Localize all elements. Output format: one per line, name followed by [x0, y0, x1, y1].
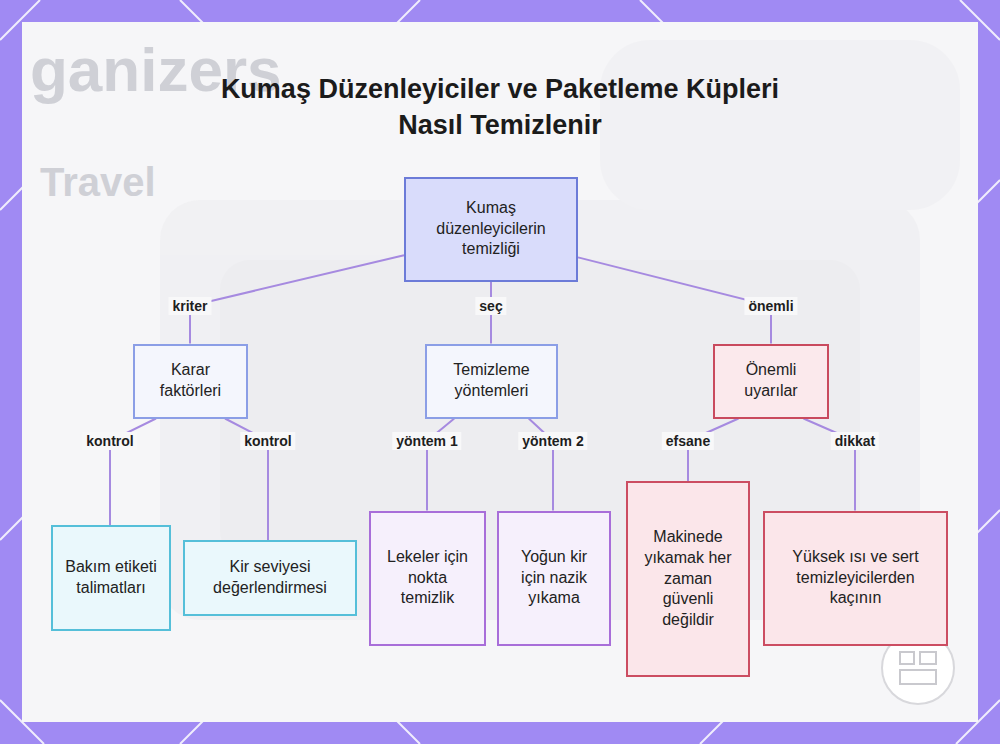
edge-label: kontrol [240, 432, 295, 450]
watermark-text: Travel [40, 160, 156, 205]
edge-label: yöntem 1 [392, 432, 461, 450]
category-box: Karar faktörleri [133, 344, 248, 419]
node-label: Önemli uyarılar [715, 352, 827, 410]
node-label: Makinede yıkamak her zaman güvenli değil… [628, 519, 748, 639]
node-label: Temizleme yöntemleri [427, 352, 556, 410]
connector-line [578, 257, 771, 343]
edge-label: önemli [744, 297, 797, 315]
connector-line [190, 255, 404, 343]
node-label: Lekeler için nokta temizlik [371, 539, 484, 617]
method-box: Lekeler için nokta temizlik [369, 511, 486, 646]
root-box: Kumaş düzenleyicilerin temizliği [404, 177, 578, 282]
diagram-title: Kumaş Düzenleyiciler ve Paketleme Küpler… [200, 72, 800, 143]
content-panel [22, 22, 978, 722]
edge-label: efsane [662, 432, 714, 450]
factor-box: Bakım etiketi talimatları [51, 525, 171, 631]
node-label: Kumaş düzenleyicilerin temizliği [406, 190, 576, 268]
factor-box: Kir seviyesi değerlendirmesi [183, 540, 357, 616]
node-label: Yoğun kir için nazik yıkama [499, 539, 609, 617]
edge-label: yöntem 2 [518, 432, 587, 450]
node-label: Karar faktörleri [135, 352, 246, 410]
method-box: Yoğun kir için nazik yıkama [497, 511, 611, 646]
edge-label: kriter [168, 297, 211, 315]
node-label: Kir seviyesi değerlendirmesi [185, 549, 355, 607]
category-box: Temizleme yöntemleri [425, 344, 558, 419]
edge-label: kontrol [82, 432, 137, 450]
node-label: Yüksek ısı ve sert temizleyicilerden kaç… [765, 539, 946, 617]
warning-box: Makinede yıkamak her zaman güvenli değil… [626, 481, 750, 677]
edge-label: seç [475, 297, 506, 315]
node-label: Bakım etiketi talimatları [53, 549, 169, 607]
edge-label: dikkat [831, 432, 879, 450]
warning-box: Yüksek ısı ve sert temizleyicilerden kaç… [763, 511, 948, 646]
warning-category-box: Önemli uyarılar [713, 344, 829, 419]
